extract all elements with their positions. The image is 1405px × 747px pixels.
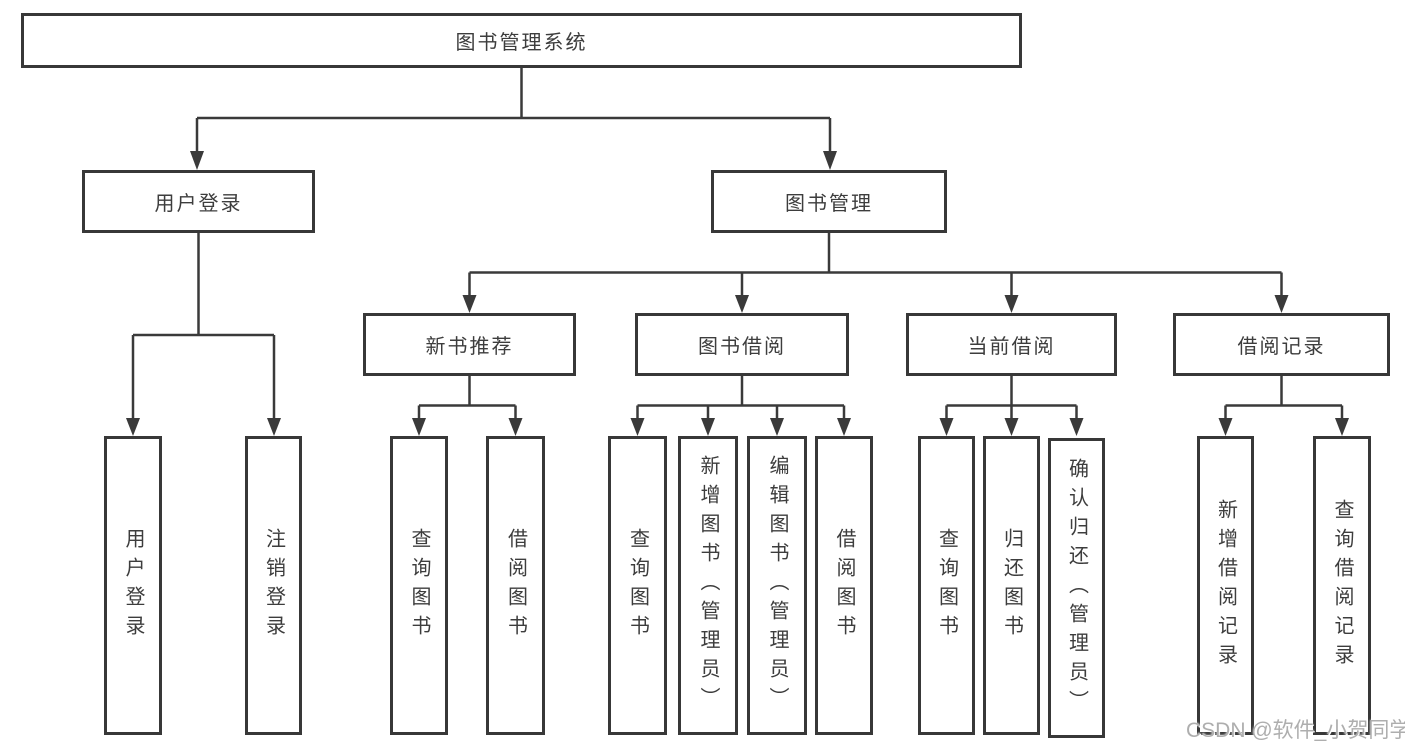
- node-new-book-recommend: 新书推荐: [363, 313, 576, 376]
- node-label: 用户登录: [122, 527, 144, 644]
- node-borrow-records: 借阅记录: [1173, 313, 1390, 376]
- node-user-login: 用户登录: [82, 170, 315, 233]
- node-label: 借阅记录: [1237, 336, 1326, 358]
- node-label: 图书管理: [785, 193, 873, 215]
- node-label: 图书管理系统: [455, 32, 588, 54]
- leaf-query-borrow-record: 查询借阅记录: [1313, 436, 1371, 735]
- node-label: 新增图书（管理员）: [697, 455, 719, 716]
- leaf-query-books-recommend: 查询图书: [390, 436, 448, 735]
- node-label: 查询图书: [626, 527, 649, 644]
- leaf-return-books: 归还图书: [983, 436, 1040, 735]
- node-label: 借阅图书: [504, 527, 527, 644]
- node-label: 查询图书: [935, 527, 958, 644]
- node-label: 当前借阅: [967, 336, 1056, 358]
- node-book-management: 图书管理: [711, 170, 947, 233]
- node-book-borrow: 图书借阅: [635, 313, 849, 376]
- leaf-borrow-books-recommend: 借阅图书: [486, 436, 545, 735]
- node-label: 借阅图书: [833, 527, 855, 644]
- node-label: 确认归还（管理员）: [1065, 457, 1088, 719]
- leaf-edit-book-admin: 编辑图书（管理员）: [747, 436, 807, 735]
- csdn-watermark: CSDN @软件_小贺同学: [1186, 719, 1405, 742]
- node-system-root: 图书管理系统: [21, 13, 1022, 68]
- leaf-query-books-current: 查询图书: [918, 436, 975, 735]
- node-label: 查询借阅记录: [1331, 498, 1353, 673]
- node-label: 新增借阅记录: [1214, 498, 1237, 673]
- node-label: 图书借阅: [698, 336, 786, 358]
- leaf-add-borrow-record: 新增借阅记录: [1197, 436, 1254, 735]
- node-label: 编辑图书（管理员）: [766, 455, 788, 716]
- node-label: 新书推荐: [425, 336, 514, 358]
- node-label: 注销登录: [262, 527, 285, 644]
- leaf-query-books-borrow: 查询图书: [608, 436, 667, 735]
- leaf-add-book-admin: 新增图书（管理员）: [678, 436, 738, 735]
- node-label: 归还图书: [1000, 527, 1023, 644]
- leaf-confirm-return-admin: 确认归还（管理员）: [1048, 438, 1105, 738]
- leaf-borrow-books-borrow: 借阅图书: [815, 436, 873, 735]
- leaf-user-login: 用户登录: [104, 436, 162, 735]
- node-current-borrow: 当前借阅: [906, 313, 1117, 376]
- node-label: 查询图书: [408, 527, 430, 644]
- node-label: 用户登录: [154, 193, 243, 215]
- leaf-logout: 注销登录: [245, 436, 302, 735]
